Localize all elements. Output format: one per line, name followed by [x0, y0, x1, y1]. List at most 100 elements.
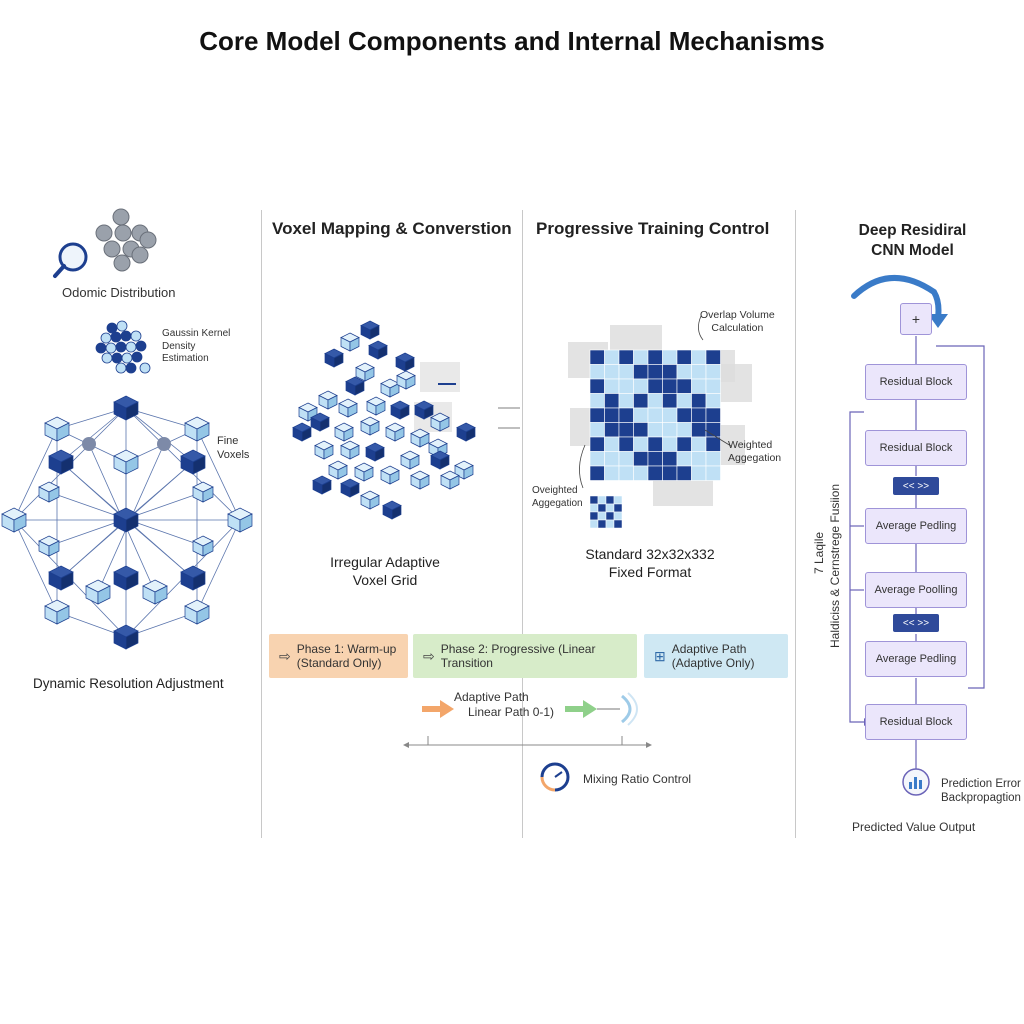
cube-icon: [385, 422, 405, 442]
arrow-right-icon: ⇨: [423, 647, 435, 664]
phase-progressive: ⇨ Phase 2: Progressive (Linear Transitio…: [413, 634, 637, 678]
gauge-icon: [540, 762, 570, 792]
cube-icon: [328, 460, 348, 480]
cube-icon: [48, 449, 74, 475]
cube-icon: [414, 400, 434, 420]
chart-output-icon: [902, 768, 930, 796]
cube-icon: [430, 412, 450, 432]
cube-icon: [324, 348, 344, 368]
cube-icon: [340, 332, 360, 352]
cube-icon: [454, 460, 474, 480]
voxel-grid-diagram: [292, 320, 520, 520]
cube-icon: [395, 352, 415, 372]
cube-icon: [396, 370, 416, 390]
cube-icon: [365, 442, 385, 462]
pooling-block: Average Poolling: [865, 572, 967, 608]
cube-icon: [400, 450, 420, 470]
page-title: Core Model Components and Internal Mecha…: [199, 26, 825, 56]
cube-icon: [48, 565, 74, 591]
cube-icon: [184, 416, 210, 442]
label-predicted-output: Predicted Value Output: [852, 820, 976, 834]
cube-icon: [192, 535, 214, 557]
mixing-diagram: [403, 692, 652, 792]
cube-icon: [1, 507, 27, 533]
cube-icon: [113, 507, 139, 533]
cube-icon: [38, 535, 60, 557]
cube-icon: [340, 440, 360, 460]
cube-icon: [338, 398, 358, 418]
magnifier-icon: [53, 242, 88, 278]
cube-icon: [456, 422, 476, 442]
residual-block: Residual Block: [865, 364, 967, 400]
cube-icon: [85, 579, 111, 605]
section-heading-voxel: Voxel Mapping & Converstion: [272, 219, 512, 238]
cube-icon: [390, 400, 410, 420]
cube-icon: [345, 376, 365, 396]
add-node: +: [900, 303, 932, 335]
label-fine-voxels: Fine Voxels: [217, 435, 250, 461]
label-mixing-ratio: Mixing Ratio Control: [583, 772, 692, 786]
density-network-diagram: [1, 208, 253, 650]
cube-icon: [380, 465, 400, 485]
label-distribution: Odomic Distribution: [62, 285, 176, 300]
cube-icon: [382, 500, 402, 520]
side-label-layers: 7 Laqile: [812, 531, 826, 574]
cube-icon: [113, 449, 139, 475]
label-dynamic-resolution: Dynamic Resolution Adjustment: [33, 676, 224, 691]
fixed-grid-diagram: [568, 315, 752, 529]
cube-icon: [44, 599, 70, 625]
label-standard-format: Standard 32x32x332 Fixed Format: [585, 546, 715, 580]
cube-icon: [360, 320, 380, 340]
gaussian-cluster-icon: [95, 320, 151, 374]
cube-icon: [227, 507, 253, 533]
cube-icon: [360, 490, 380, 510]
cube-icon: [410, 470, 430, 490]
cube-icon: [368, 340, 388, 360]
cube-icon: [113, 624, 139, 650]
cube-icon: [292, 422, 312, 442]
cube-icon: [142, 579, 168, 605]
divider: [261, 210, 262, 838]
cube-icon: [430, 450, 450, 470]
cube-icon: [180, 565, 206, 591]
section-heading-training: Progressive Training Control: [536, 219, 770, 238]
residual-block: Residual Block: [865, 430, 967, 466]
pooling-block: Average Pedling: [865, 508, 967, 544]
network-edges: [13, 407, 241, 638]
label-linear-path: Linear Path 0-1): [468, 705, 555, 719]
cube-icon: [340, 478, 360, 498]
arrow-right-icon: ⇨: [279, 647, 291, 664]
label-gaussian: Gaussin Kernel Density Estimation: [162, 328, 231, 364]
node: [157, 437, 171, 451]
label-irregular-grid: Irregular Adaptive Voxel Grid: [330, 554, 440, 588]
cube-icon: [192, 481, 214, 503]
label-adaptive-path: Adaptive Path: [454, 690, 529, 704]
chevron-connector: << >>: [893, 614, 939, 632]
cube-icon: [113, 395, 139, 421]
chevron-connector: << >>: [893, 477, 939, 495]
divider: [522, 210, 523, 838]
cube-icon: [355, 362, 375, 382]
cube-icon: [310, 412, 330, 432]
cube-icon: [366, 396, 386, 416]
cube-icon: [44, 416, 70, 442]
node: [82, 437, 96, 451]
cube-icon: [38, 481, 60, 503]
cube-icon: [334, 422, 354, 442]
side-label-fusion: Haldiciss & Cernstrege Fusiion: [828, 483, 842, 648]
residual-block: Residual Block: [865, 704, 967, 740]
pooling-block: Average Pedling: [865, 641, 967, 677]
cnn-flow-diagram: [849, 275, 985, 796]
green-arrow-icon: [565, 700, 597, 718]
phase-adaptive: ⊞ Adaptive Path (Adaptive Only): [644, 634, 788, 678]
cube-icon: [440, 470, 460, 490]
cube-icon: [184, 599, 210, 625]
section-heading-cnn: Deep Residiral CNN Model: [858, 222, 967, 260]
cube-icon: [380, 378, 400, 398]
orange-arrow-icon: [422, 700, 454, 718]
label-prediction-error: Prediction Error Backpropagtion: [941, 778, 1021, 805]
phase-warmup: ⇨ Phase 1: Warm-up (Standard Only): [269, 634, 408, 678]
divider: [795, 210, 796, 838]
cube-icon: [354, 462, 374, 482]
cube-icon: [410, 428, 430, 448]
